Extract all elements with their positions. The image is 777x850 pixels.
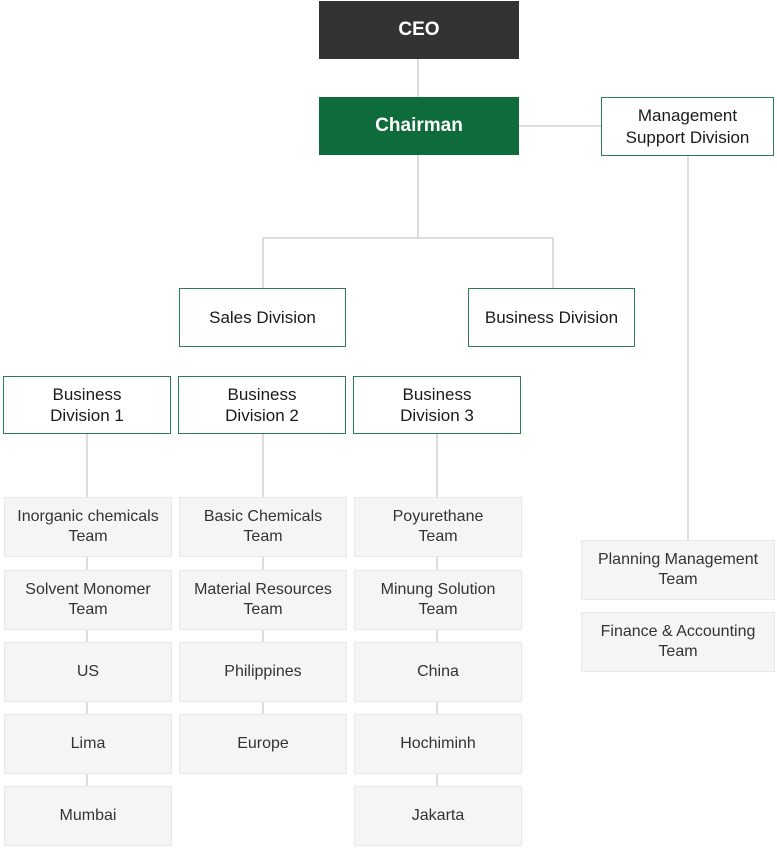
bd3-line1: Business (402, 384, 472, 404)
team-line1: Inorganic chemicals (17, 508, 159, 525)
team-line2: Team (658, 571, 698, 588)
team-box: Mumbai (4, 786, 172, 846)
team-line1: China (417, 663, 459, 680)
ceo-box: CEO (319, 1, 519, 59)
team-line2: Team (658, 643, 698, 660)
team-line1: US (76, 663, 100, 680)
team-box: Lima (4, 714, 172, 774)
connector-management-down (687, 156, 689, 540)
team-line2: Team (418, 601, 458, 618)
connector-to-sales (262, 237, 264, 288)
team-line2: Team (68, 528, 108, 545)
business-division-3-box: Business Division 3 (353, 376, 521, 434)
chairman-box: Chairman (319, 97, 519, 155)
team-line1: Planning Management (597, 551, 759, 568)
management-line1: Management (637, 106, 738, 126)
team-line1: Hochiminh (400, 735, 476, 752)
business-division-label: Business Division (484, 307, 619, 327)
team-box: Hochiminh (354, 714, 522, 774)
team-line1: Material Resources (194, 581, 332, 598)
team-line2: Team (418, 528, 458, 545)
connector-to-business (552, 237, 554, 288)
chairman-label: Chairman (375, 115, 463, 137)
team-line1: Philippines (224, 663, 302, 680)
team-line2: Team (68, 601, 108, 618)
team-line2: Team (243, 601, 283, 618)
team-line1: Mumbai (59, 807, 117, 824)
connector-chairman-down (417, 155, 419, 238)
team-line1: Lima (70, 735, 106, 752)
team-line1: Solvent Monomer (25, 581, 151, 598)
bd2-line1: Business (227, 384, 297, 404)
bd3-line2: Division 3 (400, 406, 474, 425)
team-box: Philippines (179, 642, 347, 702)
business-division-2-box: Business Division 2 (178, 376, 346, 434)
team-line1: Poyurethane (392, 508, 484, 525)
ceo-label: CEO (398, 19, 440, 41)
team-box: US (4, 642, 172, 702)
bd2-line2: Division 2 (225, 406, 299, 425)
team-line2: Team (243, 528, 283, 545)
connector-chairman-management (518, 125, 601, 127)
connector-ceo-chairman (417, 58, 419, 98)
bd1-line1: Business (52, 384, 122, 404)
team-line1: Minung Solution (380, 581, 496, 598)
business-division-box: Business Division (468, 288, 635, 347)
team-box: Jakarta (354, 786, 522, 846)
sales-division-label: Sales Division (209, 307, 316, 327)
team-line1: Europe (237, 735, 289, 752)
team-box: Europe (179, 714, 347, 774)
connector-divisions-horizontal (262, 237, 553, 239)
connector-bd3-down (436, 434, 438, 846)
business-division-1-box: Business Division 1 (3, 376, 171, 434)
sales-division-box: Sales Division (179, 288, 346, 347)
team-line1: Basic Chemicals (203, 508, 323, 525)
team-box: China (354, 642, 522, 702)
management-line2: Support Division (625, 127, 750, 147)
bd1-line2: Division 1 (50, 406, 124, 425)
team-line1: Jakarta (411, 807, 465, 824)
connector-bd1-down (86, 434, 88, 846)
team-line1: Finance & Accounting (600, 623, 756, 640)
management-support-division-box: Management Support Division (601, 97, 774, 156)
